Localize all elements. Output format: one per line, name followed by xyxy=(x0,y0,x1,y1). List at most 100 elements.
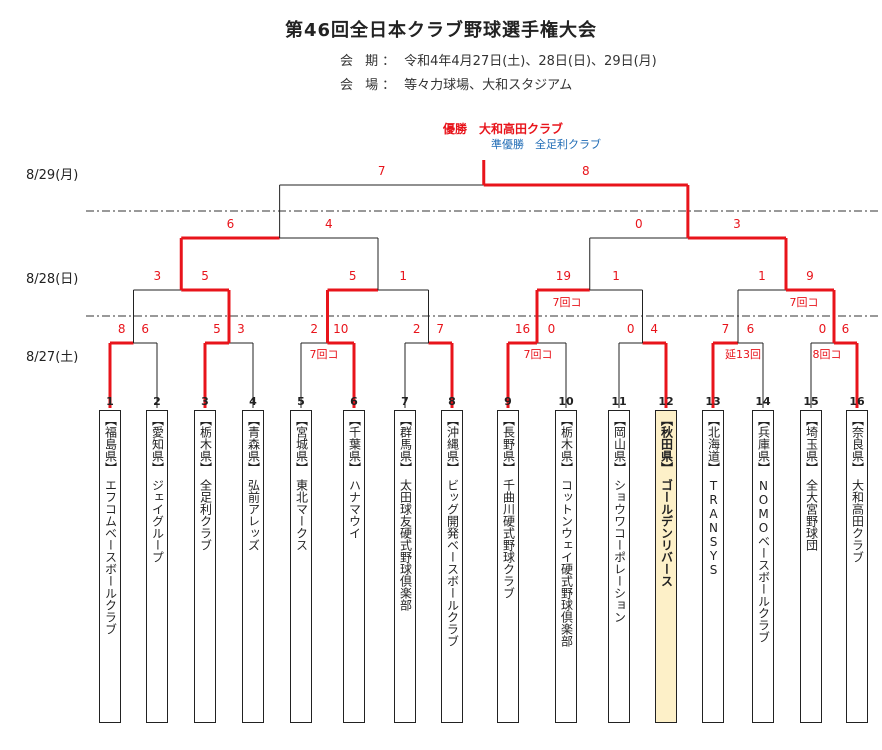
team-club-name: 全足利クラブ xyxy=(198,479,213,551)
team-seed-number: 5 xyxy=(297,395,305,408)
team-box: 【兵庫県】 NOMOベースボールクラブ xyxy=(752,410,774,723)
score-a: 16 xyxy=(515,322,530,336)
winner-label: 優勝 大和高田クラブ xyxy=(443,122,564,136)
team-seed-number: 14 xyxy=(755,395,771,408)
team-prefecture: 【岡山県】 xyxy=(612,414,627,474)
score-a: 0 xyxy=(635,217,643,231)
team-seed-number: 11 xyxy=(611,395,627,408)
score-a: 5 xyxy=(349,269,357,283)
score-a: 8 xyxy=(118,322,126,336)
day-label-day1: 8/27(土) xyxy=(26,350,79,365)
team-prefecture: 【北海道】 xyxy=(706,414,721,474)
score-a: 0 xyxy=(819,322,827,336)
score-b: 8 xyxy=(582,164,590,178)
score-b: 10 xyxy=(333,322,348,336)
score-a: 3 xyxy=(154,269,162,283)
team-prefecture: 【宮城県】 xyxy=(294,414,309,474)
team-seed-number: 1 xyxy=(106,395,114,408)
team-prefecture: 【青森県】 xyxy=(246,414,261,474)
team-prefecture: 【兵庫県】 xyxy=(756,414,771,474)
game-note: 延13回 xyxy=(725,348,761,361)
score-b: 4 xyxy=(325,217,333,231)
game-note: 7回コ xyxy=(524,348,553,361)
team-seed-number: 6 xyxy=(350,395,358,408)
team-box: 【北海道】 TRANSYS xyxy=(702,410,724,723)
venue-label: 会 場： xyxy=(340,78,400,93)
team-club-name: 太田球友硬式野球倶楽部 xyxy=(398,479,413,611)
score-a: 2 xyxy=(310,322,318,336)
team-box: 【栃木県】コットンウェイ硬式野球倶楽部 xyxy=(555,410,577,723)
team-club-name: ハナマウイ xyxy=(347,479,362,539)
team-prefecture: 【栃木県】 xyxy=(559,414,574,474)
team-box: 【奈良県】大和高田クラブ xyxy=(846,410,868,723)
score-a: 7 xyxy=(722,322,730,336)
runner-up-label: 準優勝 全足利クラブ xyxy=(491,138,601,151)
team-club-name: ショウワコーポレーション xyxy=(612,479,627,623)
venue-row: 会 場： 等々力球場、大和スタジアム xyxy=(340,74,572,93)
game-note: 7回コ xyxy=(790,296,819,309)
team-box: 【千葉県】ハナマウイ xyxy=(343,410,365,723)
team-club-name: 全大宮野球団 xyxy=(804,479,819,551)
team-prefecture: 【栃木県】 xyxy=(198,414,213,474)
score-a: 2 xyxy=(413,322,421,336)
team-club-name: 東北マークス xyxy=(294,479,309,551)
score-a: 0 xyxy=(627,322,635,336)
score-b: 1 xyxy=(612,269,620,283)
team-box: 【長野県】千曲川硬式野球クラブ xyxy=(497,410,519,723)
team-seed-number: 7 xyxy=(401,395,409,408)
team-seed-number: 9 xyxy=(504,395,512,408)
team-prefecture: 【長野県】 xyxy=(501,414,516,474)
team-club-name: TRANSYS xyxy=(706,479,721,577)
team-prefecture: 【愛知県】 xyxy=(150,414,165,474)
score-b: 6 xyxy=(141,322,149,336)
team-club-name: 千曲川硬式野球クラブ xyxy=(501,479,516,599)
score-b: 5 xyxy=(201,269,209,283)
score-b: 3 xyxy=(237,322,245,336)
team-box: 【愛知県】ジェイグループ xyxy=(146,410,168,723)
dates-row: 会 期： 令和4年4月27日(土)、28日(日)、29日(月) xyxy=(340,50,657,69)
team-club-name: ビッグ開発ベースボールクラブ xyxy=(445,479,460,647)
venue-value: 等々力球場、大和スタジアム xyxy=(404,78,573,93)
team-seed-number: 12 xyxy=(658,395,674,408)
team-box: 【栃木県】全足利クラブ xyxy=(194,410,216,723)
game-note: 8回コ xyxy=(813,348,842,361)
game-note: 7回コ xyxy=(310,348,339,361)
dates-value: 令和4年4月27日(土)、28日(日)、29日(月) xyxy=(404,54,657,69)
team-box: 【宮城県】東北マークス xyxy=(290,410,312,723)
team-club-name: NOMOベースボールクラブ xyxy=(756,479,771,643)
team-prefecture: 【埼玉県】 xyxy=(804,414,819,474)
team-seed-number: 8 xyxy=(448,395,456,408)
team-box: 【岡山県】ショウワコーポレーション xyxy=(608,410,630,723)
team-club-name: ゴールデンリバース xyxy=(659,479,674,587)
team-club-name: 弘前アレッズ xyxy=(246,479,261,551)
score-a: 5 xyxy=(213,322,221,336)
team-box: 【沖縄県】ビッグ開発ベースボールクラブ xyxy=(441,410,463,723)
score-b: 3 xyxy=(733,217,741,231)
team-seed-number: 4 xyxy=(249,395,257,408)
score-a: 7 xyxy=(378,164,386,178)
team-seed-number: 15 xyxy=(803,395,819,408)
team-prefecture: 【沖縄県】 xyxy=(445,414,460,474)
team-box: 【群馬県】太田球友硬式野球倶楽部 xyxy=(394,410,416,723)
team-club-name: 大和高田クラブ xyxy=(850,479,865,563)
team-box: 【福島県】エフコムベースボールクラブ xyxy=(99,410,121,723)
score-b: 1 xyxy=(399,269,407,283)
game-note: 7回コ xyxy=(553,296,582,309)
score-b: 0 xyxy=(548,322,556,336)
team-prefecture: 【福島県】 xyxy=(103,414,118,474)
team-club-name: コットンウェイ硬式野球倶楽部 xyxy=(559,479,574,647)
team-seed-number: 16 xyxy=(849,395,865,408)
dates-label: 会 期： xyxy=(340,54,400,69)
team-box: 【埼玉県】全大宮野球団 xyxy=(800,410,822,723)
score-b: 4 xyxy=(650,322,658,336)
team-seed-number: 13 xyxy=(705,395,721,408)
score-b: 6 xyxy=(842,322,850,336)
team-club-name: ジェイグループ xyxy=(150,479,165,563)
score-a: 6 xyxy=(227,217,235,231)
team-prefecture: 【秋田県】 xyxy=(659,414,674,474)
team-seed-number: 10 xyxy=(558,395,574,408)
team-box: 【秋田県】ゴールデンリバース xyxy=(655,410,677,723)
score-b: 7 xyxy=(436,322,444,336)
page-title: 第46回全日本クラブ野球選手権大会 xyxy=(284,20,598,41)
